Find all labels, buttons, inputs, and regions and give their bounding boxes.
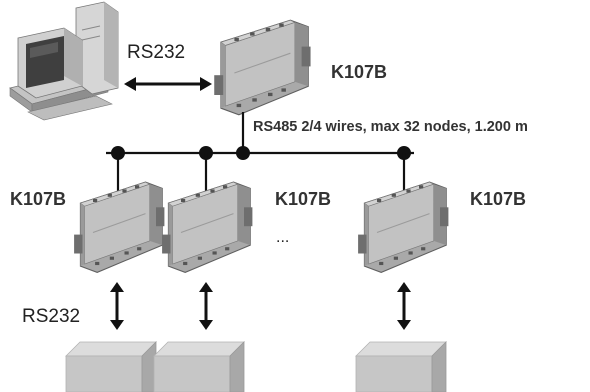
node-device-label: K107B <box>470 189 526 209</box>
node-module-icon <box>357 181 449 273</box>
bus-junction <box>236 146 250 160</box>
device-box-icon <box>153 341 245 392</box>
double-arrow-icon <box>395 280 413 332</box>
node-module-icon <box>161 181 253 273</box>
rs232-label-top: RS232 <box>127 42 185 63</box>
device-box-icon <box>355 341 447 392</box>
ellipsis-label: ... <box>276 229 289 246</box>
computer-icon <box>9 1 119 121</box>
node-module-icon <box>73 181 165 273</box>
rs232-label-bottom: RS232 <box>22 306 80 327</box>
bus-label: RS485 2/4 wires, max 32 nodes, 1.200 m <box>253 119 528 135</box>
node-drop-lines <box>116 153 406 192</box>
device-box-icon <box>65 341 157 392</box>
master-module-icon <box>213 19 312 116</box>
rs232-link-top <box>124 77 212 91</box>
node-device-label: K107B <box>10 189 66 209</box>
double-arrow-icon <box>108 280 126 332</box>
node-device-label: K107B <box>275 189 331 209</box>
double-arrow-icon <box>197 280 215 332</box>
master-device-label: K107B <box>331 62 387 82</box>
